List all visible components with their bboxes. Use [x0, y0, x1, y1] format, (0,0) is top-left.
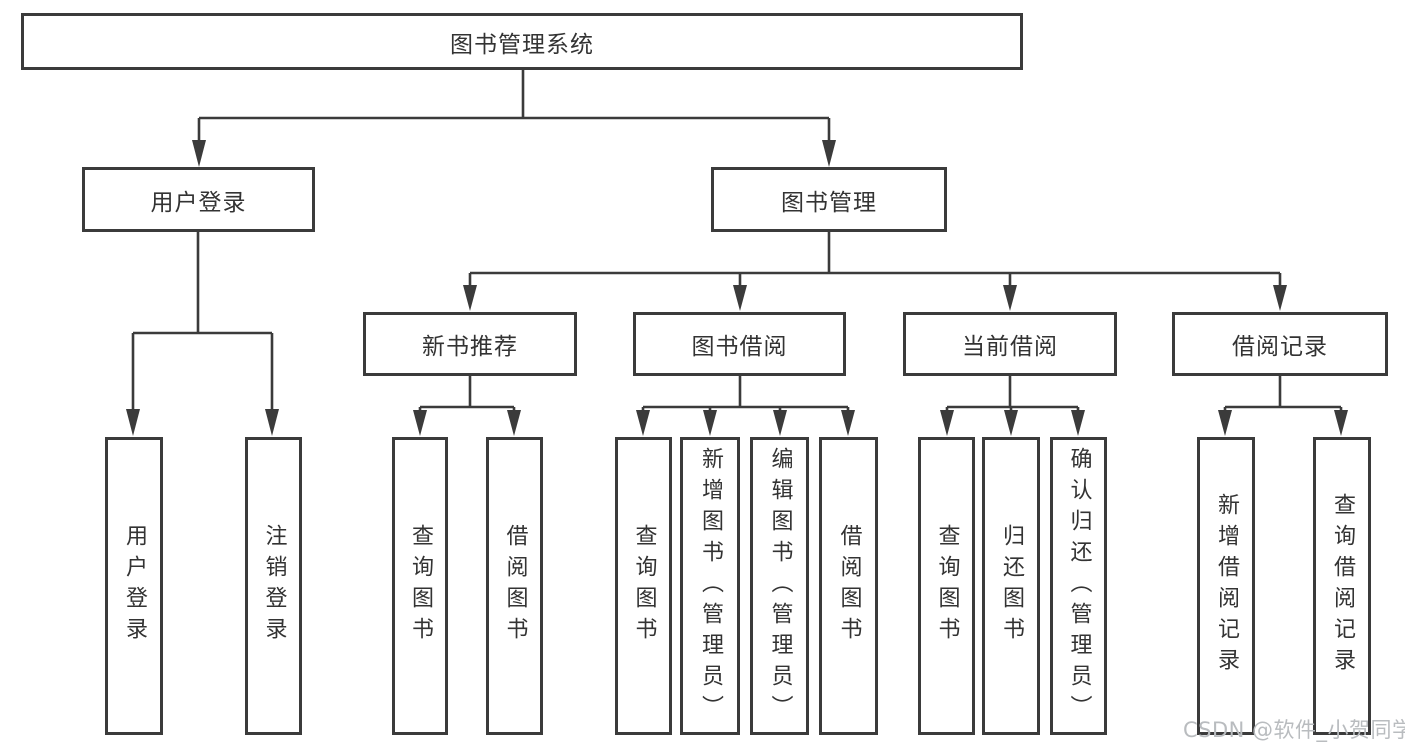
node-book-borrowing: 图书借阅 [633, 312, 846, 376]
node-new-book-recommendation: 新书推荐 [363, 312, 577, 376]
node-leaf-edit-books-admin: 编辑图书（管理员） [750, 437, 809, 735]
node-leaf-query-books-recommend: 查询图书 [392, 437, 448, 735]
node-current-borrowing: 当前借阅 [903, 312, 1117, 376]
node-label: 借阅图书 [502, 524, 528, 648]
node-label: 图书借阅 [691, 334, 788, 360]
node-label: 注销登录 [261, 524, 287, 648]
node-leaf-add-borrow-record: 新增借阅记录 [1197, 437, 1255, 735]
connector-book-borrow-children [636, 376, 855, 436]
node-leaf-return-books: 归还图书 [982, 437, 1040, 735]
node-label: 用户登录 [150, 189, 247, 216]
node-leaf-query-books-current: 查询图书 [918, 437, 975, 735]
node-label: 查询图书 [934, 524, 960, 648]
node-label: 查询借阅记录 [1330, 493, 1355, 679]
node-label: 新增借阅记录 [1214, 493, 1239, 679]
connector-new-book-children [413, 376, 521, 436]
node-leaf-query-borrow-record: 查询借阅记录 [1313, 437, 1371, 735]
node-label: 图书管理 [781, 189, 877, 216]
connector-root-to-level2 [192, 70, 836, 167]
csdn-watermark: CSDN @软件_小贺同学 [1183, 718, 1405, 742]
node-leaf-query-books-borrow: 查询图书 [615, 437, 672, 735]
node-label: 新书推荐 [422, 334, 518, 360]
connector-book-management-to-level3 [463, 232, 1287, 311]
node-label: 借阅记录 [1232, 334, 1328, 360]
node-label: 查询图书 [631, 524, 657, 648]
node-label: 归还图书 [999, 524, 1024, 648]
node-label: 用户登录 [122, 524, 147, 648]
connector-borrow-record-children [1218, 376, 1348, 436]
connector-current-borrow-children [940, 376, 1085, 436]
node-label: 当前借阅 [962, 334, 1058, 360]
node-label: 确认归还（管理员） [1066, 446, 1092, 726]
node-leaf-logout: 注销登录 [245, 437, 302, 735]
node-label: 新增图书（管理员） [698, 446, 723, 726]
node-label: 借阅图书 [836, 524, 862, 648]
connector-user-login-children [126, 232, 279, 436]
node-leaf-confirm-return-admin: 确认归还（管理员） [1050, 437, 1107, 735]
node-leaf-add-books-admin: 新增图书（管理员） [680, 437, 740, 735]
node-label: 编辑图书（管理员） [767, 446, 793, 726]
node-book-management: 图书管理 [711, 167, 947, 232]
node-library-management-system: 图书管理系统 [21, 13, 1023, 70]
node-label: 图书管理系统 [450, 31, 594, 58]
node-leaf-borrow-books: 借阅图书 [819, 437, 878, 735]
node-borrowing-records: 借阅记录 [1172, 312, 1388, 376]
node-leaf-borrow-books-recommend: 借阅图书 [486, 437, 543, 735]
node-user-login: 用户登录 [82, 167, 315, 232]
node-label: 查询图书 [408, 524, 433, 648]
node-leaf-user-login: 用户登录 [105, 437, 163, 735]
